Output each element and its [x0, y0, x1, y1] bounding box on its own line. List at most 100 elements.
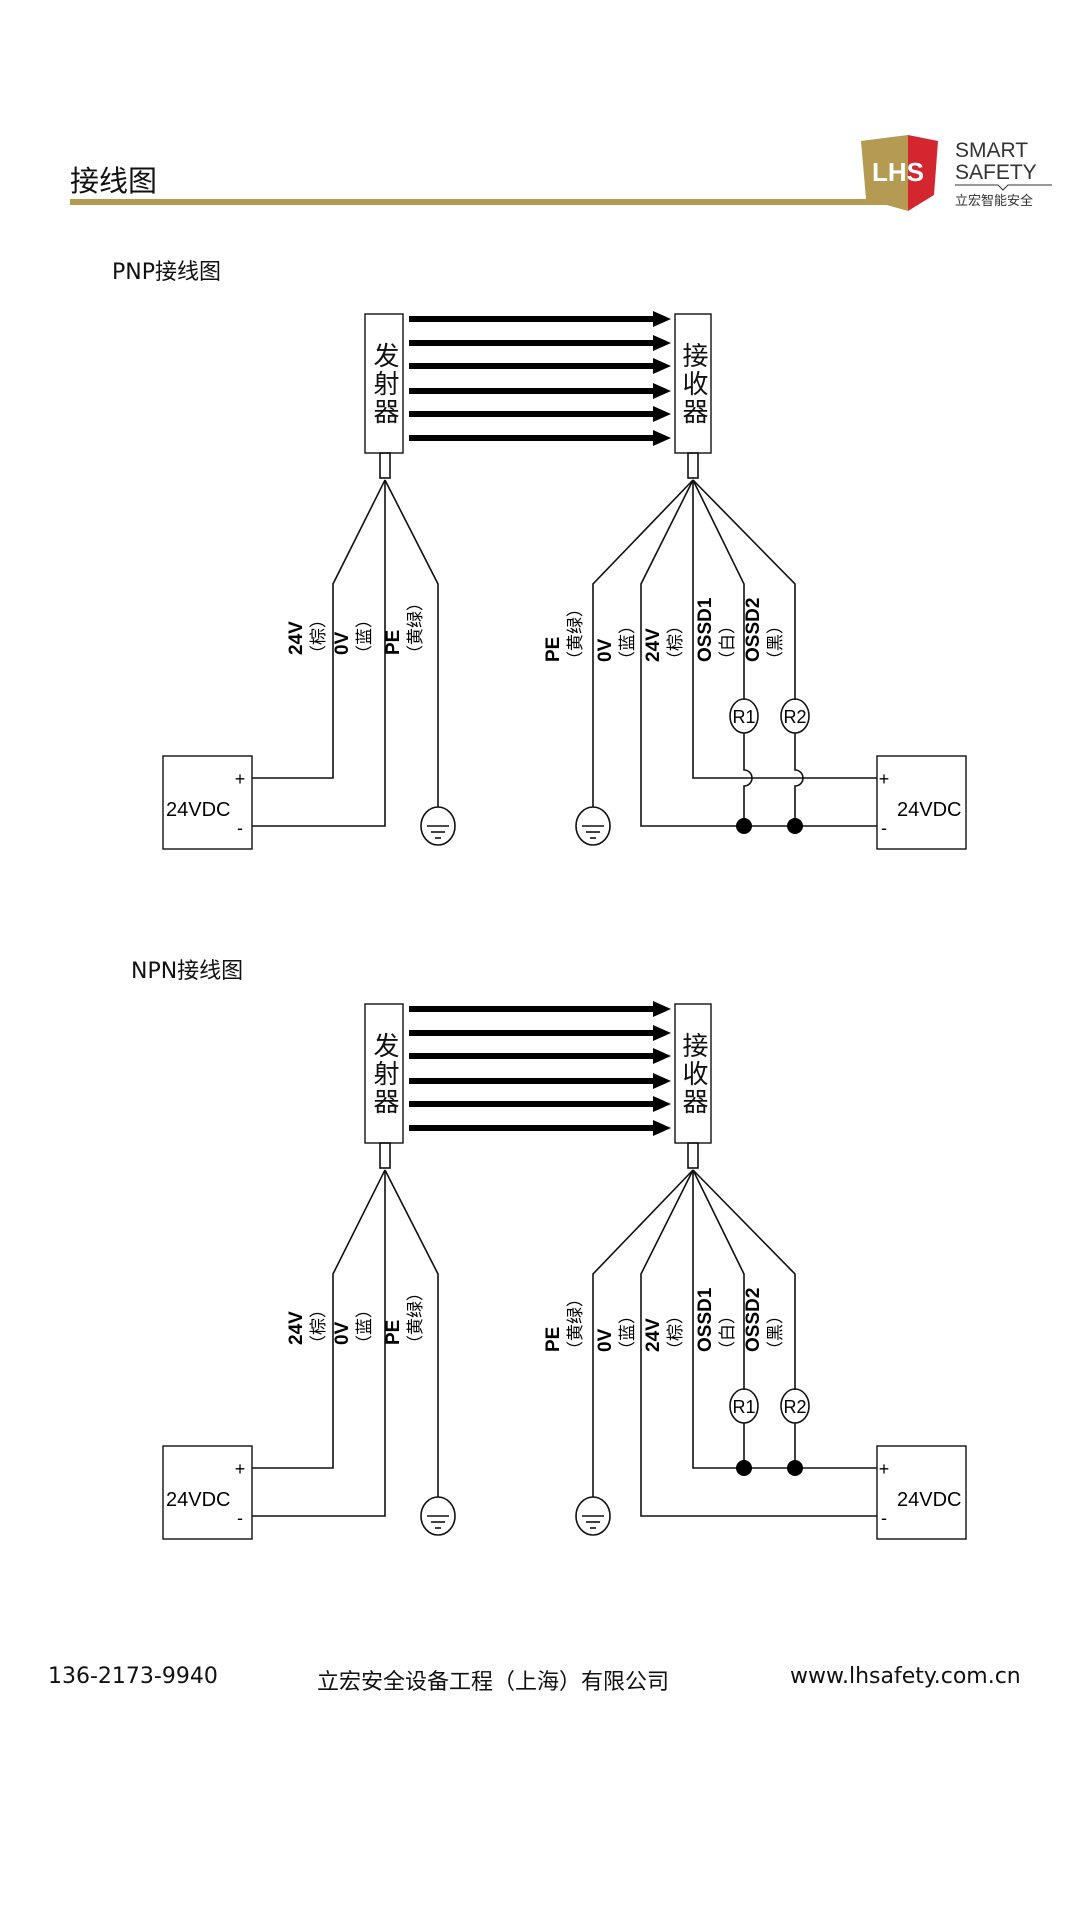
emitter-wire-color: （蓝）: [355, 611, 374, 662]
emitter-wire-color: （蓝）: [355, 1301, 374, 1352]
header-divider: [70, 199, 905, 205]
emitter-label-text: 发射器: [369, 341, 399, 426]
receiver-wire-name: PE: [543, 1327, 564, 1352]
receiver-wire-24v: [692, 480, 877, 779]
emitter-wire-color: （黄绿）: [406, 1284, 425, 1352]
receiver-wire-color: （白）: [718, 617, 737, 668]
relay-label: R1: [732, 1397, 755, 1417]
psu-minus-terminal: -: [237, 818, 243, 838]
beam-arrowhead: [653, 430, 671, 446]
receiver-wire-color: （蓝）: [618, 1307, 637, 1358]
emitter-power-supply: [162, 755, 253, 850]
receiver-wire-name: OSSD1: [695, 1287, 716, 1352]
psu-plus-terminal: +: [879, 769, 890, 789]
junction-dot: [787, 818, 803, 834]
psu-plus-terminal: +: [235, 1459, 246, 1479]
beam-arrowhead: [653, 358, 671, 374]
emitter-wire-pe: [384, 1169, 439, 1497]
emitter-wire-0v: [252, 1170, 386, 1517]
footer-company: 立宏安全设备工程（上海）有限公司: [317, 1670, 670, 1695]
ground-symbol: [420, 1496, 456, 1536]
ground-symbol: [420, 806, 456, 846]
psu-minus-terminal: -: [881, 1508, 887, 1528]
relay-wire-hop: [743, 733, 753, 826]
relay-label: R2: [783, 1397, 806, 1417]
emitter-wire-24v: [252, 1169, 386, 1469]
ground-circle: [575, 806, 611, 846]
psu-plus-terminal: +: [879, 1459, 890, 1479]
emitter-wire-name: PE: [383, 1320, 404, 1345]
emitter-label-text: 发射器: [369, 1031, 399, 1116]
receiver-wire-pe: [592, 1169, 694, 1497]
beam-arrowhead: [653, 383, 671, 399]
logo-line1: SMART: [955, 139, 1028, 162]
pnp-diagram-label: PNP接线图: [112, 260, 221, 285]
emitter-wire-color: （棕）: [309, 611, 328, 662]
beam-arrowhead: [653, 311, 671, 327]
receiver-wire-color: （棕）: [666, 617, 685, 668]
receiver-wire-name: OSSD2: [743, 598, 764, 662]
npn-emitter-label: 发射器: [365, 1004, 403, 1143]
ground-circle: [575, 1496, 611, 1536]
receiver-wire-ossd: [692, 479, 796, 700]
ground-circle: [420, 806, 456, 846]
emitter-wire-name: 24V: [286, 1311, 307, 1345]
npn-receiver-label: 接收器: [675, 1004, 711, 1143]
receiver-wire-0v: [640, 479, 877, 827]
beam-arrowhead: [653, 406, 671, 422]
emitter-wire-name: 0V: [332, 1321, 353, 1345]
psu-label: 24VDC: [897, 799, 961, 821]
beam-arrowhead: [653, 1120, 671, 1136]
receiver-wire-color: （黑）: [766, 617, 785, 668]
receiver-wire-color: （黑）: [766, 1307, 785, 1358]
emitter-wire-pe: [384, 479, 439, 807]
receiver-wire-0v: [640, 1169, 877, 1517]
psu-label: 24VDC: [166, 799, 230, 821]
emitter-connector: [379, 1142, 391, 1169]
ground-symbol: [575, 806, 611, 846]
emitter-wire-color: （黄绿）: [406, 594, 425, 662]
receiver-wire-color: （棕）: [666, 1307, 685, 1358]
receiver-wire-ossd: [692, 1169, 796, 1390]
beam-arrowhead: [653, 1096, 671, 1112]
junction-dot: [787, 1460, 803, 1476]
receiver-label-text: 接收器: [678, 341, 708, 426]
emitter-connector: [379, 452, 391, 479]
receiver-wire-name: 24V: [643, 1318, 664, 1352]
receiver-wire-name: 0V: [595, 1328, 616, 1352]
beam-arrowhead: [653, 1025, 671, 1041]
psu-plus-terminal: +: [235, 769, 246, 789]
psu-minus-terminal: -: [881, 818, 887, 838]
receiver-wire-name: 24V: [643, 628, 664, 662]
logo-line3: 立宏智能安全: [955, 193, 1033, 208]
beam-arrowhead: [653, 1073, 671, 1089]
receiver-wire-color: （白）: [718, 1307, 737, 1358]
ground-symbol: [575, 1496, 611, 1536]
receiver-connector: [687, 1142, 699, 1169]
npn-diagram-label: NPN接线图: [131, 959, 244, 984]
emitter-wire-name: 0V: [332, 631, 353, 655]
emitter-wire-name: 24V: [286, 621, 307, 655]
receiver-wire-ossd: [692, 1169, 745, 1390]
receiver-wire-name: PE: [543, 637, 564, 662]
receiver-wire-name: OSSD2: [743, 1288, 764, 1352]
receiver-wire-color: （黄绿）: [566, 600, 585, 668]
emitter-wire-name: PE: [383, 630, 404, 655]
junction-dot: [736, 1460, 752, 1476]
emitter-power-supply: [162, 1445, 253, 1540]
receiver-wire-name: OSSD1: [695, 597, 716, 662]
receiver-label-text: 接收器: [678, 1031, 708, 1116]
receiver-wire-color: （黄绿）: [566, 1290, 585, 1358]
psu-label: 24VDC: [897, 1489, 961, 1511]
beam-arrowhead: [653, 1001, 671, 1017]
pnp-receiver-label: 接收器: [675, 314, 711, 453]
receiver-wire-name: 0V: [595, 638, 616, 662]
footer-website[interactable]: www.lhsafety.com.cn: [790, 1664, 1021, 1689]
psu-minus-terminal: -: [237, 1508, 243, 1528]
junction-dot: [736, 818, 752, 834]
logo-line2: SAFETY: [955, 161, 1037, 184]
receiver-wire-ossd: [692, 479, 745, 700]
footer-phone: 136-2173-9940: [48, 1664, 218, 1689]
